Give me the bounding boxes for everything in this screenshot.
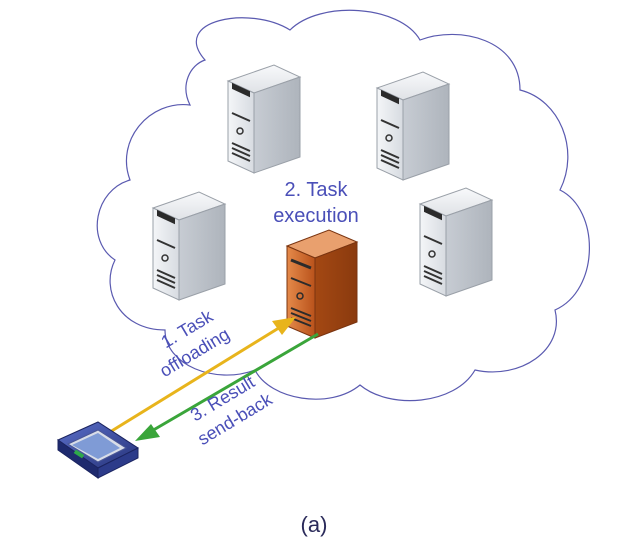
task-offloading-arrow xyxy=(109,317,296,434)
server-tower-icon xyxy=(227,64,301,174)
mobile-device-icon xyxy=(56,421,140,479)
active-server-tower-icon xyxy=(285,229,359,339)
server-tower-icon xyxy=(152,191,226,301)
server-tower-icon xyxy=(376,71,450,181)
task-execution-label-line1: 2. Task xyxy=(285,179,349,201)
server-tower-icon xyxy=(419,187,493,297)
task-execution-label-line2: execution xyxy=(273,205,359,227)
result-sendback-arrow xyxy=(135,332,319,441)
cloud-outline xyxy=(96,9,590,402)
task-offloading-label: 1. Task offloading xyxy=(156,305,233,381)
figure-caption: (a) xyxy=(301,512,328,537)
